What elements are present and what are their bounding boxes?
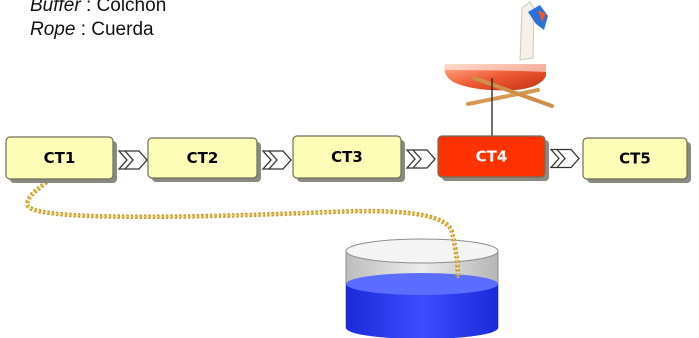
drum-icon: [444, 1, 554, 136]
chevron-arrow-icon: [549, 148, 580, 169]
chevron-arrow-icon: [117, 150, 148, 170]
station-ct5: CT5: [582, 137, 691, 183]
station-ct4: CT4: [437, 135, 549, 181]
station-box: [437, 135, 546, 178]
legend-sep-buffer: :: [80, 0, 97, 16]
buffer-tank-icon: [345, 238, 499, 338]
station-box: [292, 135, 402, 179]
station-label: CT5: [619, 150, 651, 168]
chevron-arrow-icon: [405, 149, 436, 169]
legend-row-rope: Rope : Cuerda: [30, 18, 166, 42]
legend-term-rope: Rope: [30, 19, 76, 40]
station-label: CT4: [476, 148, 508, 166]
legend-term-buffer: Buffer: [30, 0, 81, 16]
legend: Buffer : Colchón Rope : Cuerda: [30, 0, 166, 42]
station-box: [147, 137, 258, 179]
chevron-arrow-icon: [261, 150, 292, 170]
station-ct1: CT1: [5, 136, 117, 183]
station-label: CT1: [44, 149, 76, 167]
flow-arrows: [117, 148, 580, 170]
legend-row-buffer: Buffer : Colchón: [30, 0, 166, 18]
legend-sep-rope: :: [75, 19, 92, 40]
legend-meaning-rope: Cuerda: [91, 19, 154, 40]
station-label: CT2: [187, 149, 219, 167]
station-box: [582, 137, 688, 180]
station-ct3: CT3: [292, 135, 405, 182]
station-box: [5, 136, 114, 180]
station-label: CT3: [331, 148, 363, 166]
rope-icon: [25, 174, 461, 279]
legend-meaning-buffer: Colchón: [96, 0, 167, 16]
station-ct2: CT2: [147, 137, 261, 182]
stations-row: CT1 CT2 CT3 CT4 CT5: [5, 135, 691, 183]
